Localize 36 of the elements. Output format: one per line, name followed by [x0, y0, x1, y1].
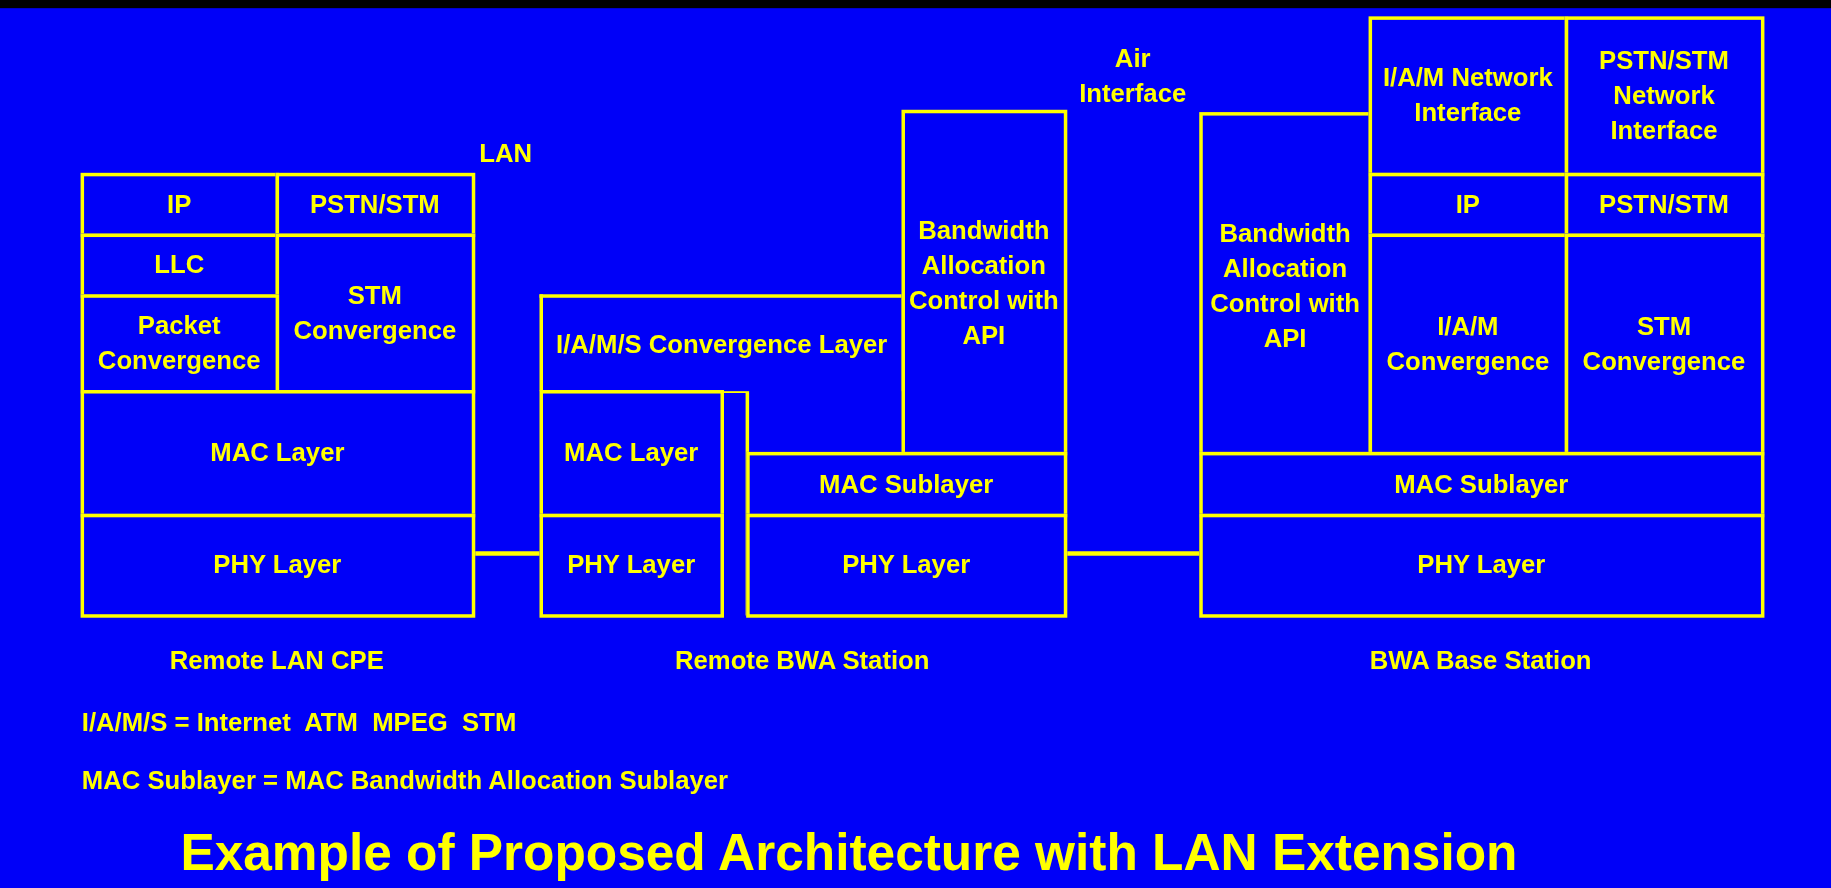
- layer-label: MAC Sublayer: [1394, 467, 1569, 501]
- layer-label: STM Convergence: [1581, 310, 1747, 378]
- layer-label: I/A/M/S Convergence Layer: [556, 328, 888, 361]
- link-label: Air Interface: [1078, 42, 1188, 110]
- layer-box: [538, 513, 724, 618]
- layer-label: LLC: [154, 248, 205, 282]
- layer-label: IP: [1455, 188, 1480, 221]
- layer-label: MAC Layer: [564, 436, 699, 470]
- layer-box: [275, 232, 475, 393]
- layer-label: PSTN/STM Network Interface: [1598, 44, 1730, 147]
- station-label: BWA Base Station: [1369, 644, 1592, 677]
- station-label: Remote LAN CPE: [169, 644, 384, 677]
- title: Example of Proposed Architecture with LAN Extension: [180, 823, 1518, 882]
- link-label: LAN: [479, 137, 533, 171]
- layer-box: [80, 513, 475, 618]
- layer-label: I/A/M Network Interface: [1381, 62, 1554, 130]
- layer-box: [1198, 513, 1764, 618]
- legend-note: MAC Sublayer = MAC Bandwidth Allocation Sublayer: [81, 765, 729, 798]
- layer-label: PHY Layer: [213, 549, 342, 582]
- layer-label: Bandwidth Allocation Control with API: [1209, 216, 1361, 355]
- layer-label: Packet Convergence: [96, 309, 262, 377]
- layer-box: [745, 513, 1067, 618]
- layer-label: Bandwidth Allocation Control with API: [907, 214, 1060, 352]
- layer-label: PSTN/STM: [1599, 188, 1729, 221]
- layer-label: STM Convergence: [292, 279, 458, 347]
- layer-label: I/A/M Convergence: [1385, 310, 1551, 378]
- layer-label: PSTN/STM: [309, 188, 440, 221]
- layer-label: IP: [167, 188, 192, 221]
- layer-label: PHY Layer: [1417, 549, 1546, 582]
- layer-box: [80, 293, 279, 393]
- layer-label: MAC Sublayer: [819, 467, 994, 501]
- legend-note: I/A/M/S = Internet ATM MPEG STM: [81, 706, 517, 739]
- layer-label: MAC Layer: [210, 436, 345, 470]
- layer-label: PHY Layer: [567, 549, 696, 582]
- station-label: Remote BWA Station: [674, 644, 930, 677]
- layer-label: PHY Layer: [842, 549, 971, 582]
